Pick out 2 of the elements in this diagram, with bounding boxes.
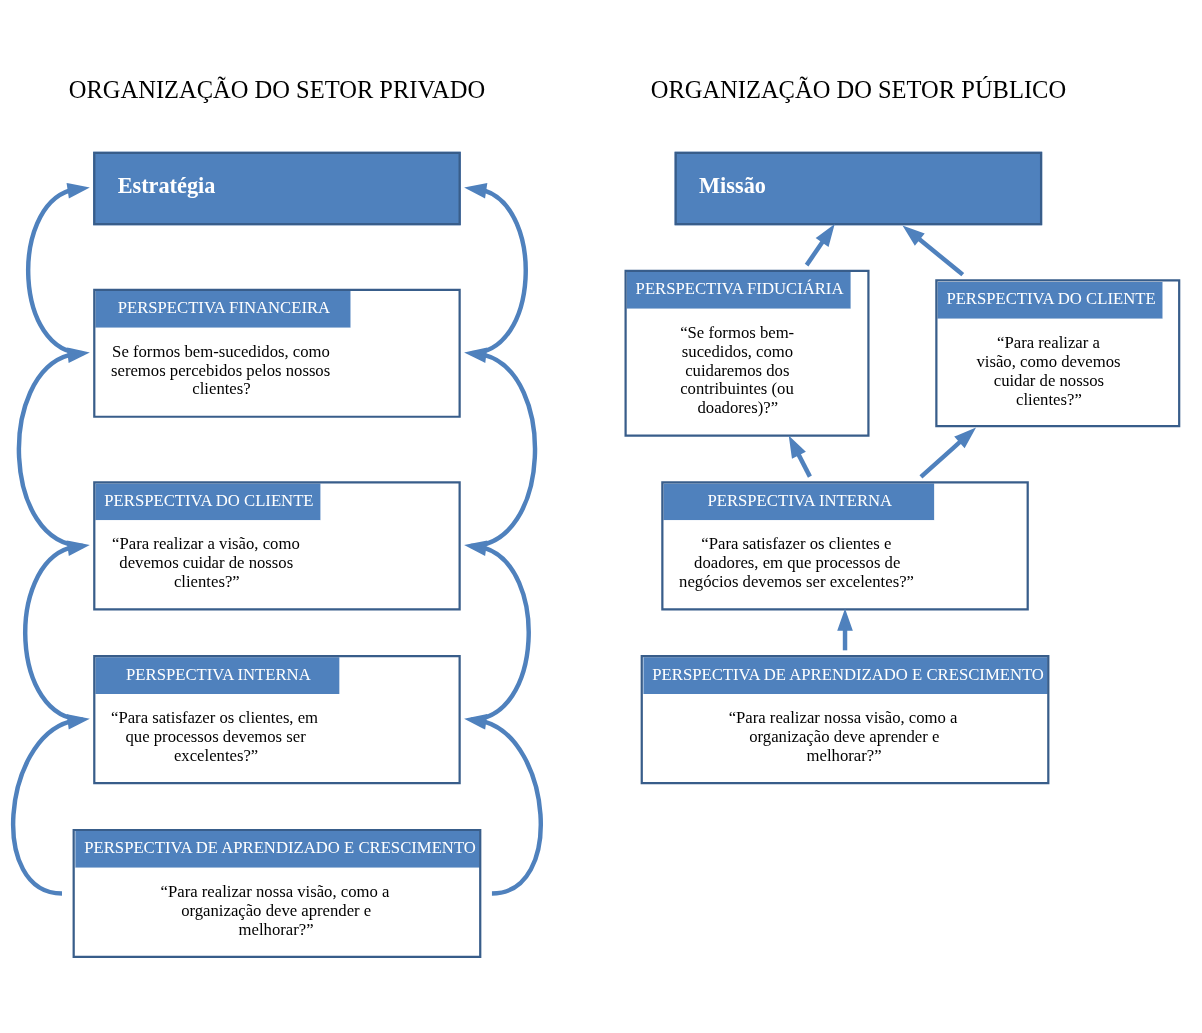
label: ORGANIZAÇÃO DO SETOR PRIVADO bbox=[68, 75, 486, 103]
label: ORGANIZAÇÃO DO SETOR PÚBLICO bbox=[650, 75, 1067, 103]
